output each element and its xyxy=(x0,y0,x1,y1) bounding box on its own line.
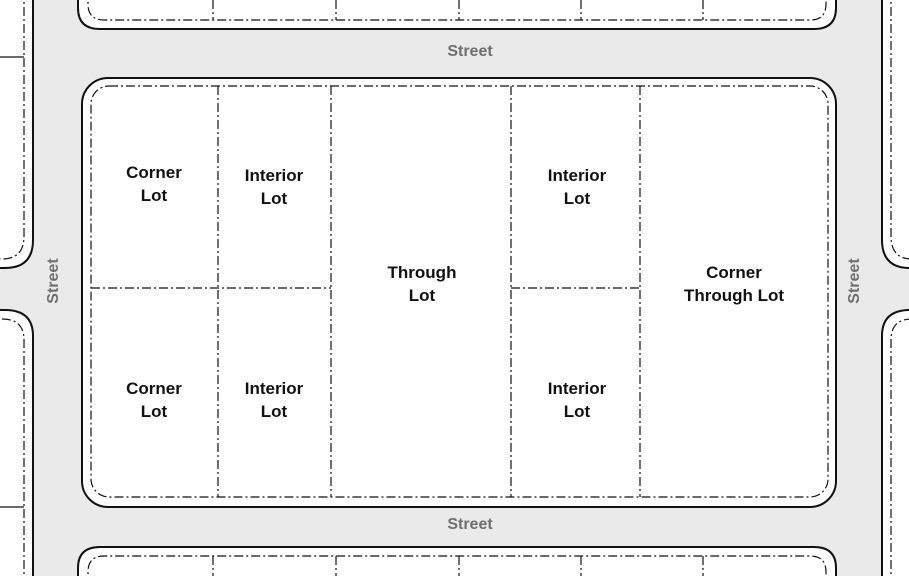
main-block xyxy=(81,77,837,508)
street-label-left: Street xyxy=(45,258,62,304)
street-label-right: Street xyxy=(846,258,863,304)
svg-text:Interior: Interior xyxy=(245,379,304,398)
block-left-neighbors xyxy=(0,0,34,576)
svg-text:Corner: Corner xyxy=(126,163,182,182)
lot-label-interior-bottom-right: Interior Lot xyxy=(548,379,607,421)
block-bottom-neighbor xyxy=(77,546,837,576)
lot-label-through: Through Lot xyxy=(388,263,457,305)
lot-label-corner-through: Corner Through Lot xyxy=(684,263,784,305)
street-label-bottom: Street xyxy=(447,516,493,533)
lot-label-interior-top-left: Interior Lot xyxy=(245,166,304,208)
lot-label-corner-bottom-left: Corner Lot xyxy=(126,379,182,421)
svg-text:Through Lot: Through Lot xyxy=(684,286,784,305)
svg-text:Interior: Interior xyxy=(548,166,607,185)
lot-label-interior-bottom-left: Interior Lot xyxy=(245,379,304,421)
svg-text:Lot: Lot xyxy=(141,402,168,421)
lot-label-corner-top-left: Corner Lot xyxy=(126,163,182,205)
svg-text:Lot: Lot xyxy=(261,189,288,208)
svg-text:Lot: Lot xyxy=(261,402,288,421)
svg-text:Lot: Lot xyxy=(409,286,436,305)
street-label-top: Street xyxy=(447,43,493,60)
lot-lines xyxy=(91,86,641,497)
svg-text:Through: Through xyxy=(388,263,457,282)
svg-text:Interior: Interior xyxy=(548,379,607,398)
svg-text:Corner: Corner xyxy=(706,263,762,282)
svg-text:Lot: Lot xyxy=(141,186,168,205)
svg-text:Interior: Interior xyxy=(245,166,304,185)
svg-text:Corner: Corner xyxy=(126,379,182,398)
block-top-neighbor xyxy=(77,0,837,30)
svg-text:Lot: Lot xyxy=(564,189,591,208)
block-right-neighbors xyxy=(881,0,909,576)
block-property-line xyxy=(90,85,829,498)
svg-text:Lot: Lot xyxy=(564,402,591,421)
block-curb-outline xyxy=(81,77,837,508)
lot-label-interior-top-right: Interior Lot xyxy=(548,166,607,208)
